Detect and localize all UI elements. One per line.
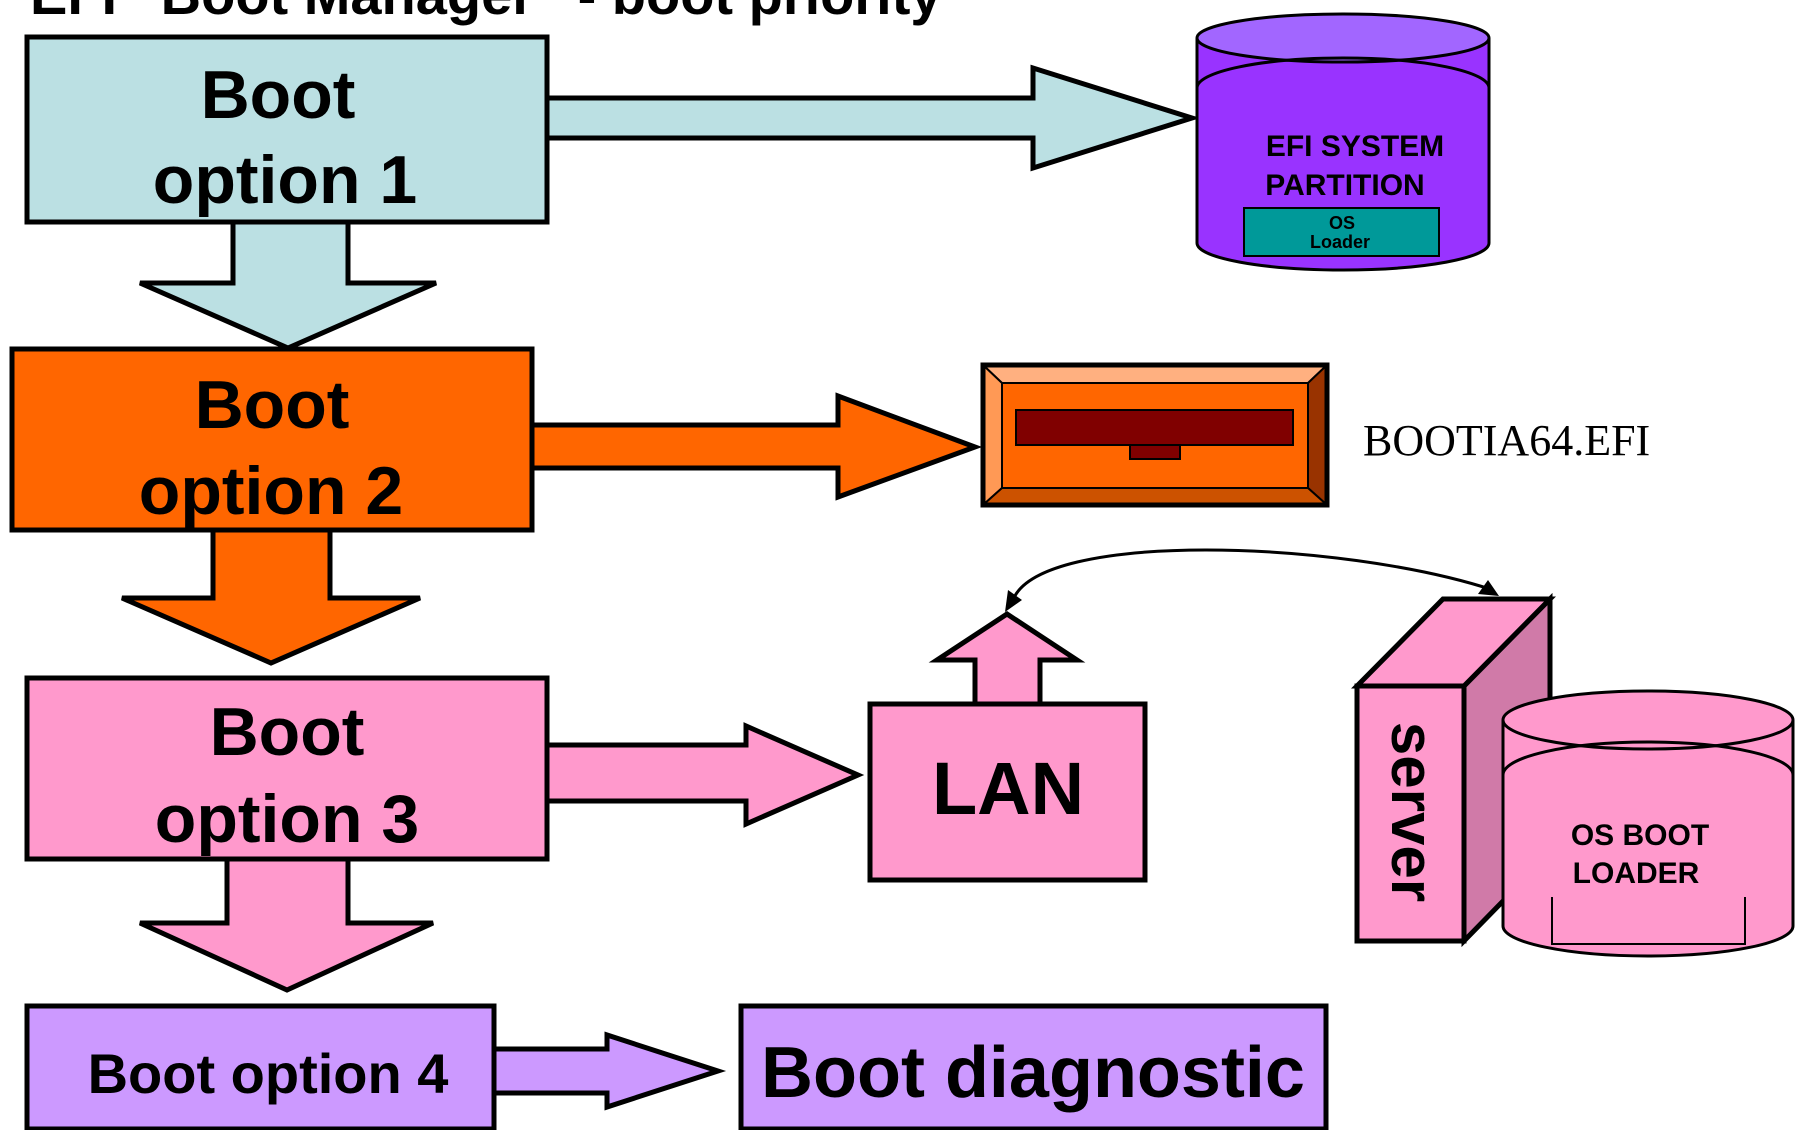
boot-option-2-line1: Boot xyxy=(195,367,350,443)
lan-label: LAN xyxy=(932,747,1084,830)
server-front xyxy=(1354,683,1467,944)
right-arrow-1 xyxy=(544,64,1201,172)
boot-option-2: Boot option 2 xyxy=(9,346,535,666)
os-boot-loader: OS BOOT LOADER xyxy=(1501,689,1795,958)
boot-diagnostic-label: Boot diagnostic xyxy=(761,1033,1305,1113)
network-cylinder-icon xyxy=(1501,689,1795,958)
boot-option-3-line1: Boot xyxy=(210,694,365,770)
boot-option-1: Boot option 1 xyxy=(24,34,550,351)
boot-option-4-box xyxy=(24,1003,497,1130)
os-loader-line1: OS xyxy=(1329,213,1355,233)
diagram-title: EFI “Boot Manager” - boot priority xyxy=(30,0,942,26)
down-arrow-2 xyxy=(121,517,421,666)
bootia64-filename: BOOTIA64.EFI xyxy=(1363,416,1650,465)
boot-option-4: Boot option 4 xyxy=(24,1003,497,1130)
lan-up-arrow xyxy=(928,611,1086,709)
boot-diagnostic-box xyxy=(738,1003,1329,1130)
os-boot-loader-line2: LOADER xyxy=(1573,857,1700,890)
lan-server-connector xyxy=(1005,548,1499,612)
boot-option-2-box xyxy=(9,346,535,533)
lan-node: LAN xyxy=(867,611,1148,883)
floppy-slot xyxy=(1015,409,1294,446)
boot-option-4-label: Boot option 4 xyxy=(88,1042,449,1105)
os-boot-loader-line1: OS BOOT xyxy=(1571,819,1709,852)
boot-option-1-line2: option 1 xyxy=(153,142,417,218)
boot-option-1-line1: Boot xyxy=(201,57,356,133)
efi-system-partition: EFI SYSTEM PARTITION OS Loader xyxy=(1195,12,1491,272)
efi-partition-line2: PARTITION xyxy=(1265,169,1424,202)
floppy-button xyxy=(1129,444,1181,460)
os-loader-line2: Loader xyxy=(1310,232,1370,252)
boot-option-1-box xyxy=(24,34,550,225)
efi-partition-line1: EFI SYSTEM xyxy=(1266,130,1444,163)
server-label: server xyxy=(1379,722,1446,902)
boot-option-2-line2: option 2 xyxy=(139,453,403,529)
floppy-drive-icon xyxy=(980,362,1330,508)
down-arrow-3 xyxy=(138,853,435,993)
right-arrow-3 xyxy=(544,722,865,828)
down-arrow-1 xyxy=(138,207,438,351)
right-arrow-4 xyxy=(491,1031,727,1111)
boot-diagnostic: Boot diagnostic xyxy=(738,1003,1329,1130)
right-arrow-2 xyxy=(529,392,983,501)
boot-option-3: Boot option 3 xyxy=(24,675,550,993)
boot-option-3-line2: option 3 xyxy=(155,781,419,857)
lan-box xyxy=(867,701,1148,883)
os-loader-box xyxy=(1243,207,1440,257)
server-tower-icon: server xyxy=(1351,592,1556,948)
